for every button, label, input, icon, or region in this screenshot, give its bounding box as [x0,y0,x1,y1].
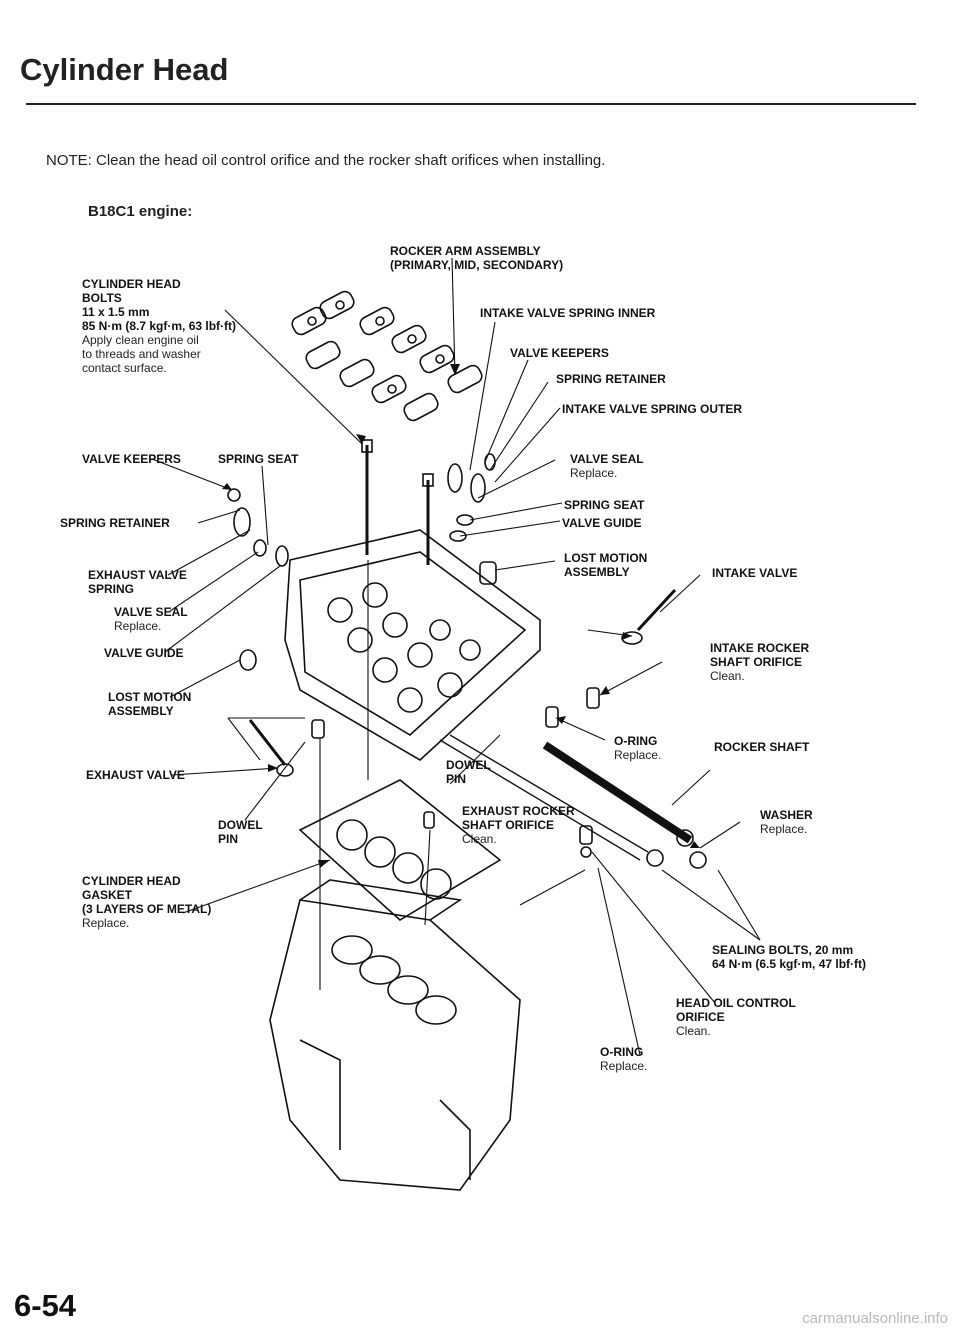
label-exhaust-rocker-orifice: EXHAUST ROCKER SHAFT ORIFICE Clean. [462,804,575,846]
label-oring-mid: O-RING Replace. [614,734,662,762]
label-spring-seat-left: SPRING SEAT [218,452,299,466]
label-valve-guide-right: VALVE GUIDE [562,516,642,530]
label-cylinder-head-bolts: CYLINDER HEAD BOLTS 11 x 1.5 mm 85 N·m (… [82,277,237,375]
label-rocker-shaft: ROCKER SHAFT [714,740,810,754]
label-intake-spring-inner: INTAKE VALVE SPRING INNER [480,306,656,320]
label-intake-spring-outer: INTAKE VALVE SPRING OUTER [562,402,743,416]
label-oring-bottom: O-RING Replace. [600,1045,648,1073]
label-valve-keepers-left: VALVE KEEPERS [82,452,181,466]
label-exhaust-valve: EXHAUST VALVE [86,768,185,782]
label-rocker-arm-assembly: ROCKER ARM ASSEMBLY(PRIMARY, MID, SECOND… [390,244,564,272]
label-intake-rocker-orifice: INTAKE ROCKER SHAFT ORIFICE Clean. [710,641,810,683]
label-valve-seal-right: VALVE SEAL Replace. [570,452,644,480]
label-head-oil-control-orifice: HEAD OIL CONTROL ORIFICE Clean. [676,996,796,1038]
label-spring-retainer-left: SPRING RETAINER [60,516,170,530]
label-valve-guide-left: VALVE GUIDE [104,646,184,660]
install-note: NOTE: Clean the head oil control orifice… [46,152,606,169]
label-washer: WASHER Replace. [760,808,813,836]
label-cylinder-head-gasket: CYLINDER HEAD GASKET (3 LAYERS OF METAL)… [82,874,212,930]
label-valve-keepers-right: VALVE KEEPERS [510,346,609,360]
page-title: Cylinder Head [20,52,229,87]
label-valve-seal-left: VALVE SEAL Replace. [114,605,188,633]
label-intake-valve: INTAKE VALVE [712,566,798,580]
title-rule [26,103,916,105]
label-spring-seat-right: SPRING SEAT [564,498,645,512]
engine-label: B18C1 engine: [88,203,193,220]
watermark: carmanualsonline.info [802,1310,948,1327]
page-number: 6-54 [14,1288,77,1323]
label-spring-retainer-right: SPRING RETAINER [556,372,666,386]
rocker-arm-cluster [291,290,483,422]
